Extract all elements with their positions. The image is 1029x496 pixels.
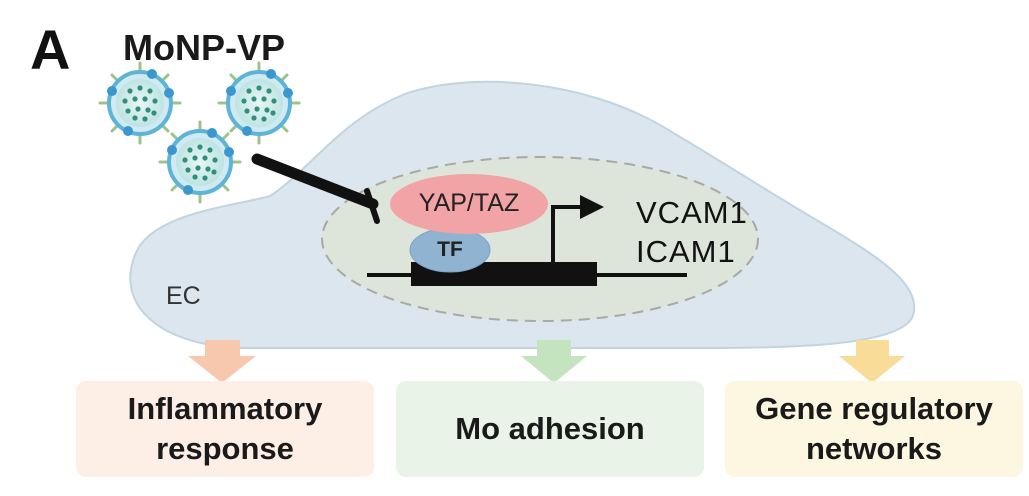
inflammatory-arrow — [188, 340, 256, 383]
transcription-arrow — [551, 195, 604, 263]
outcome-box-adhesion: Mo adhesion — [396, 381, 704, 477]
yap-taz-blob — [390, 174, 548, 234]
adhesion-arrow — [521, 340, 587, 383]
virus-particle — [217, 61, 301, 145]
yap-taz-label: YAP/TAZ — [418, 189, 520, 217]
outcome-text: response — [156, 431, 294, 466]
outcome-text: Mo adhesion — [455, 411, 645, 447]
gene-label-vcam1: VCAM1 — [636, 195, 748, 230]
outcome-box-gene-regulatory: Gene regulatory networks — [725, 381, 1023, 477]
cell-label: EC — [166, 282, 201, 310]
outcome-box-inflammatory: Inflammatory response — [76, 381, 374, 477]
gene-label-icam1: ICAM1 — [636, 234, 736, 269]
tf-label: TF — [437, 238, 463, 261]
outcome-text: Gene regulatory — [755, 391, 993, 427]
outcome-text: Inflammatory — [127, 391, 323, 427]
panel-letter: A — [30, 18, 71, 81]
virus-particle — [158, 120, 242, 204]
outcome-text: networks — [805, 431, 943, 466]
grn-arrow — [839, 340, 905, 383]
virus-particle — [98, 61, 182, 145]
virus-label: MoNP-VP — [123, 27, 285, 68]
inhibition-arrow — [251, 153, 380, 224]
